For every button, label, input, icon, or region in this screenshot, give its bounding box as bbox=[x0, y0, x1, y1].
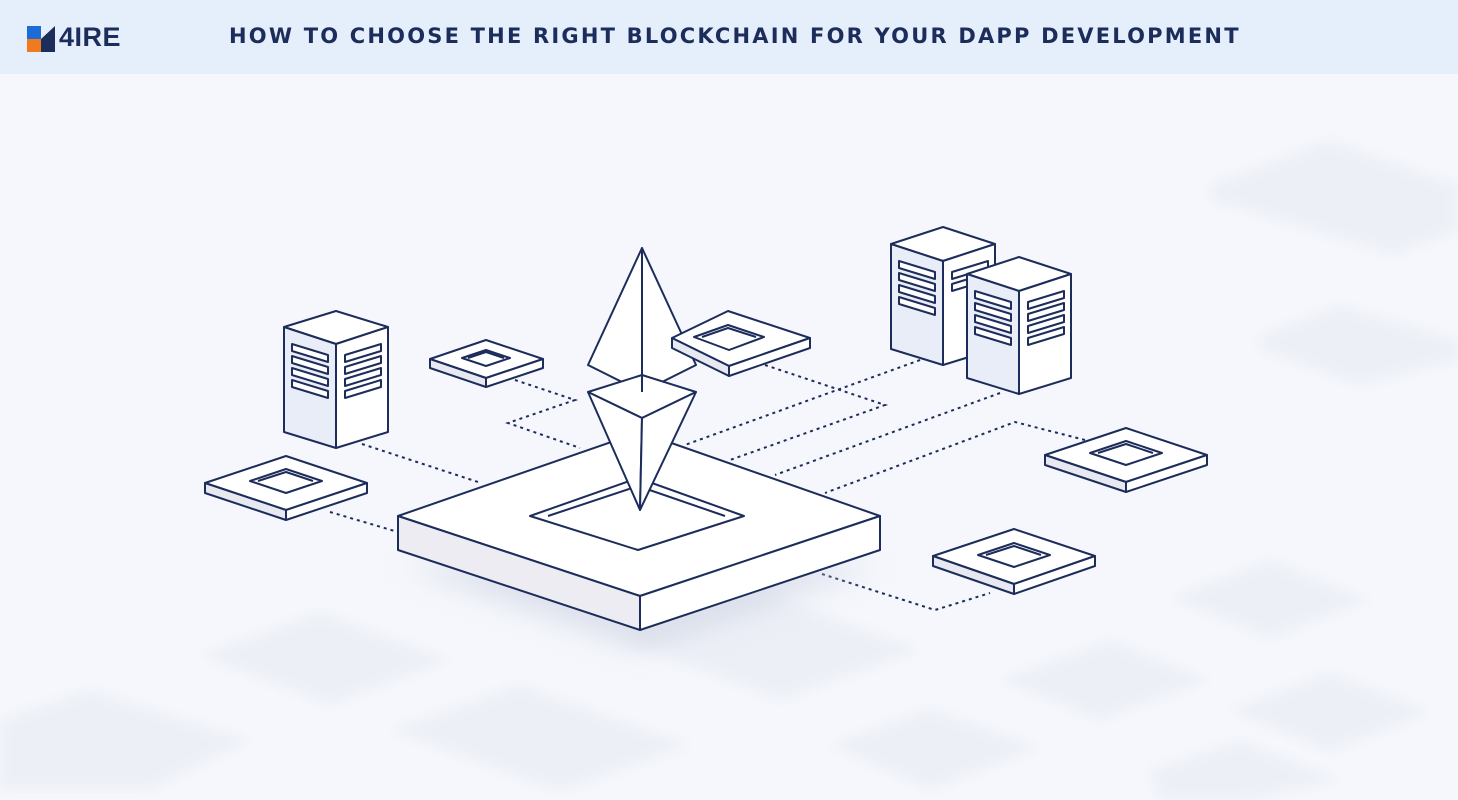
logo[interactable]: 4IRE bbox=[27, 20, 121, 54]
chip-tile-left bbox=[204, 455, 368, 521]
chip-tile-top-left bbox=[429, 339, 544, 388]
blockchain-illustration bbox=[0, 140, 1458, 800]
dotted-connectors bbox=[329, 359, 1086, 612]
page-title: HOW TO CHOOSE THE RIGHT BLOCKCHAIN FOR Y… bbox=[229, 24, 1241, 48]
background-tiles bbox=[0, 140, 1458, 800]
chip-tile-top-center bbox=[671, 310, 811, 377]
header-bar: 4IRE HOW TO CHOOSE THE RIGHT BLOCKCHAIN … bbox=[0, 0, 1458, 74]
chip-tile-right bbox=[1044, 427, 1208, 493]
ethereum-icon bbox=[587, 247, 697, 511]
logo-text: 4IRE bbox=[59, 21, 122, 52]
logo-icon bbox=[27, 26, 55, 52]
base-platform bbox=[397, 431, 881, 650]
server-icon-left bbox=[283, 310, 389, 449]
chip-tile-bottom-right bbox=[932, 528, 1096, 595]
server-icon-front bbox=[966, 256, 1072, 395]
